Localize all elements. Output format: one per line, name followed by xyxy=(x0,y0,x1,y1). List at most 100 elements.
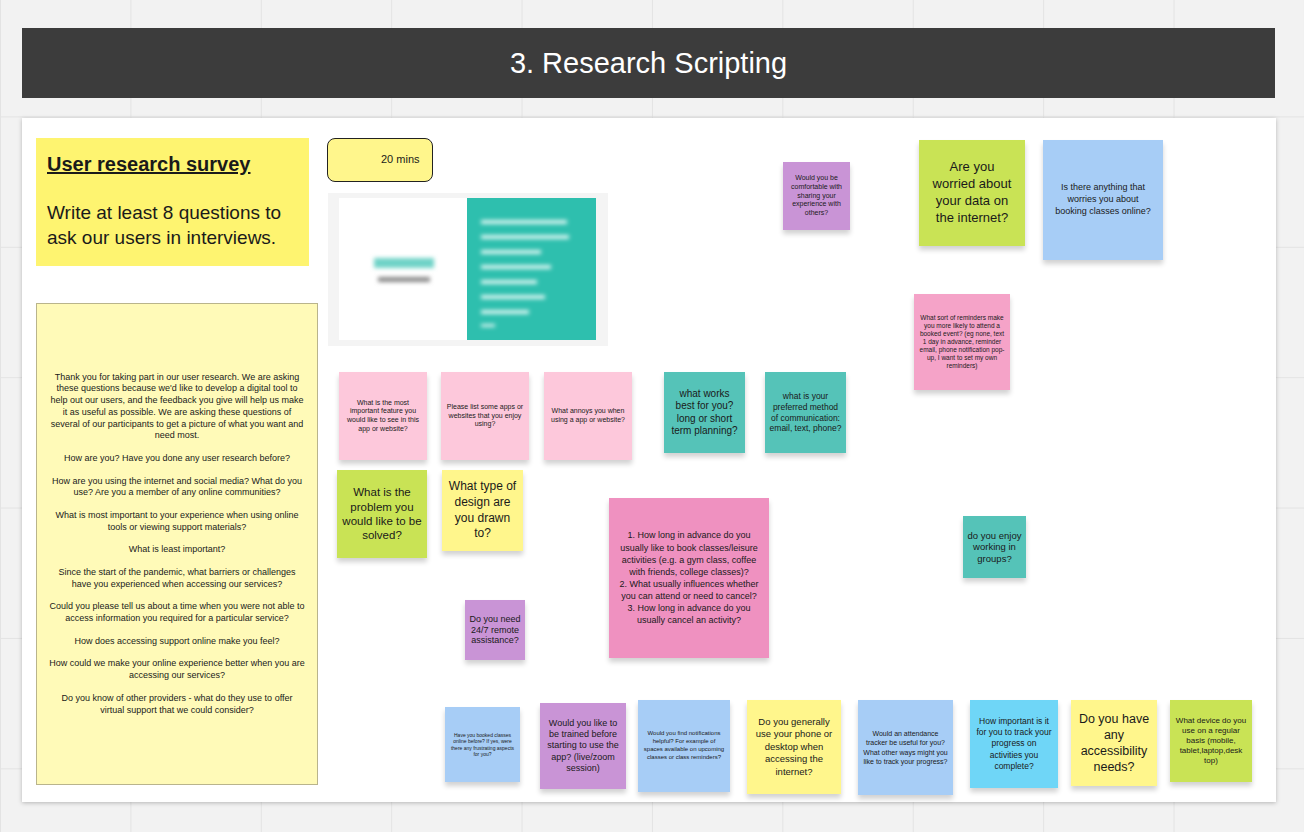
note-body: Would you like to be trained before star… xyxy=(544,718,622,774)
note-body: Are you worried about your data on the i… xyxy=(927,159,1017,227)
note-body: 1. How long in advance do you usually li… xyxy=(617,529,761,626)
note-text: Do you know of other providers - what do… xyxy=(49,693,305,716)
sticky-note: what works best for you? long or short t… xyxy=(664,372,745,453)
note-text: Are you worried about your data on the i… xyxy=(927,159,1017,227)
sticky-note: Do you have any accessibility needs? xyxy=(1071,700,1157,786)
note-body: User research surveyWrite at least 8 que… xyxy=(47,151,299,250)
note-body: Do you have any accessibility needs? xyxy=(1076,711,1152,776)
slide-right xyxy=(467,198,596,340)
sticky-note: What sort of reminders make you more lik… xyxy=(914,294,1010,390)
note-text: Would you find notifications helpful? Fo… xyxy=(643,730,725,761)
note-text: How important is it for you to track you… xyxy=(975,716,1053,771)
note-text: what works best for you? long or short t… xyxy=(669,388,740,438)
note-body: Do you need 24/7 remote assistance? xyxy=(468,614,522,646)
blurred-line xyxy=(481,250,541,254)
blurred-line xyxy=(481,235,569,239)
note-text: What sort of reminders make you more lik… xyxy=(919,314,1005,371)
note-body: what is your preferred method of communi… xyxy=(769,391,842,434)
sticky-note: What annoys you when using a app or webs… xyxy=(544,372,632,460)
note-body: Would you find notifications helpful? Fo… xyxy=(643,730,725,761)
note-body: Thank you for taking part in our user re… xyxy=(49,372,305,716)
sticky-note: Is there anything that worries you about… xyxy=(1043,140,1163,260)
blurred-line xyxy=(481,220,567,224)
note-text: How does accessing support online make y… xyxy=(49,636,305,648)
note-text: Since the start of the pandemic, what ba… xyxy=(49,567,305,590)
sticky-note: Would you like to be trained before star… xyxy=(540,703,626,789)
sticky-note: Do you need 24/7 remote assistance? xyxy=(465,600,525,660)
sticky-note: What type of design are you drawn to? xyxy=(442,470,523,551)
note-text: 20 mins xyxy=(381,153,426,166)
sticky-note: Please list some apps or websites that y… xyxy=(441,372,529,460)
slide-left xyxy=(339,198,468,340)
note-text: What type of design are you drawn to? xyxy=(447,479,518,541)
note-text: What is least important? xyxy=(49,544,305,556)
sticky-note: do you enjoy working in groups? xyxy=(963,516,1026,578)
note-body: What is the problem you would like to be… xyxy=(342,485,422,543)
blurred-line xyxy=(481,295,545,299)
note-body: What device do you use on a regular basi… xyxy=(1174,716,1248,766)
note-text: Could you please tell us about a time wh… xyxy=(49,601,305,624)
sticky-note: Would an attendance tracker be useful fo… xyxy=(858,700,953,795)
note-body: How important is it for you to track you… xyxy=(975,716,1053,771)
blurred-sub xyxy=(378,277,430,282)
blurred-line xyxy=(481,310,529,314)
note-text: Would you be comfortable with sharing yo… xyxy=(787,174,846,218)
slide-frame xyxy=(328,193,608,346)
sticky-note: what is your preferred method of communi… xyxy=(765,372,846,453)
note-text: What device do you use on a regular basi… xyxy=(1174,716,1248,766)
blurred-heading xyxy=(374,258,434,268)
sticky-note: Would you be comfortable with sharing yo… xyxy=(783,162,850,230)
slide-blurred-content xyxy=(374,220,569,327)
note-text: Would you like to be trained before star… xyxy=(544,718,622,774)
note-body: what works best for you? long or short t… xyxy=(669,388,740,438)
note-text: 3. How long in advance do you usually ca… xyxy=(617,602,761,626)
sticky-note: What is the most important feature you w… xyxy=(339,372,427,460)
note-body: Would an attendance tracker be useful fo… xyxy=(863,729,948,765)
note-text: Thank you for taking part in our user re… xyxy=(49,372,305,442)
note-text: 2. What usually influences whether you c… xyxy=(617,578,761,602)
note-text: Is there anything that worries you about… xyxy=(1051,182,1155,217)
note-body: do you enjoy working in groups? xyxy=(966,530,1023,564)
sticky-note: What is the problem you would like to be… xyxy=(337,470,427,558)
script-note: Thank you for taking part in our user re… xyxy=(36,303,318,785)
blurred-line xyxy=(481,265,551,269)
note-text: what is your preferred method of communi… xyxy=(769,391,842,434)
note-heading: User research survey xyxy=(47,151,299,177)
sticky-note: Are you worried about your data on the i… xyxy=(919,140,1025,246)
board-panel xyxy=(22,118,1276,802)
timer-badge: 20 mins xyxy=(327,138,433,182)
blurred-line xyxy=(481,324,495,327)
note-text: What is the problem you would like to be… xyxy=(342,485,422,543)
header-bar: 3. Research Scripting xyxy=(22,28,1275,98)
note-text: Do you generally use your phone or deskt… xyxy=(752,716,836,778)
note-body: What annoys you when using a app or webs… xyxy=(549,407,627,425)
note-text: Write at least 8 questions to ask our us… xyxy=(47,201,299,250)
note-body: Have you booked classes online before? I… xyxy=(449,732,516,757)
sticky-note: Would you find notifications helpful? Fo… xyxy=(638,700,730,792)
note-text: Please list some apps or websites that y… xyxy=(446,403,524,429)
note-body: What is the most important feature you w… xyxy=(344,399,422,434)
note-text: How could we make your online experience… xyxy=(49,658,305,681)
note-text: What is most important to your experienc… xyxy=(49,510,305,533)
sticky-note: What device do you use on a regular basi… xyxy=(1170,700,1252,782)
note-text: do you enjoy working in groups? xyxy=(966,530,1023,564)
note-text: Do you need 24/7 remote assistance? xyxy=(468,614,522,646)
note-text: How are you using the internet and socia… xyxy=(49,476,305,499)
blurred-line xyxy=(481,280,537,284)
board-title: 3. Research Scripting xyxy=(510,47,787,80)
instruction-note: User research surveyWrite at least 8 que… xyxy=(36,138,309,266)
note-body: What type of design are you drawn to? xyxy=(447,479,518,541)
note-text: How are you? Have you done any user rese… xyxy=(49,453,305,465)
note-text: What is the most important feature you w… xyxy=(344,399,422,434)
note-body: Is there anything that worries you about… xyxy=(1051,182,1155,217)
note-text: 1. How long in advance do you usually li… xyxy=(617,529,761,578)
note-text: Do you have any accessibility needs? xyxy=(1076,711,1152,776)
note-body: Would you be comfortable with sharing yo… xyxy=(787,174,846,218)
sticky-note: How important is it for you to track you… xyxy=(970,700,1058,788)
sticky-note: 1. How long in advance do you usually li… xyxy=(609,498,769,658)
note-text: What annoys you when using a app or webs… xyxy=(549,407,627,425)
sticky-note: Have you booked classes online before? I… xyxy=(445,707,520,782)
note-body: Do you generally use your phone or deskt… xyxy=(752,716,836,778)
note-body: What sort of reminders make you more lik… xyxy=(919,314,1005,371)
note-body: Please list some apps or websites that y… xyxy=(446,403,524,429)
